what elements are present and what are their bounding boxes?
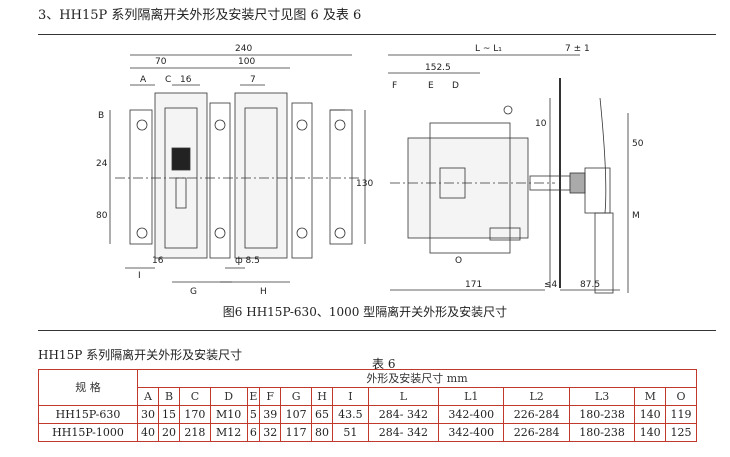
- value-cell: 119: [665, 405, 697, 424]
- value-cell: 180-238: [568, 405, 636, 424]
- value-cell: 125: [665, 423, 697, 442]
- value-cell: 107: [280, 405, 313, 424]
- column-header: L3: [568, 387, 636, 406]
- table-subtitle: HH15P 系列隔离开关外形及安装尺寸: [38, 348, 243, 362]
- top-divider: [38, 34, 716, 35]
- column-header: G: [280, 387, 313, 406]
- dim-m: M: [632, 211, 640, 221]
- value-cell: 218: [179, 423, 211, 442]
- value-cell: 117: [280, 423, 313, 442]
- dim-e: E: [428, 81, 434, 91]
- column-header: L: [367, 387, 440, 406]
- model-cell: HH15P-630: [38, 405, 138, 424]
- value-cell: 284- 342: [367, 405, 440, 424]
- group-header: 外形及安装尺寸 mm: [137, 369, 697, 388]
- dim-c: C: [165, 75, 171, 85]
- dim-10: 10: [535, 119, 547, 129]
- dim-130: 130: [356, 179, 373, 189]
- dim-100: 100: [238, 57, 255, 67]
- front-view: [109, 54, 366, 283]
- value-cell: M12: [209, 423, 248, 442]
- dim-a: A: [140, 75, 147, 85]
- dim-l-range: L ~ L₁: [475, 44, 502, 54]
- value-cell: 226-284: [503, 423, 570, 442]
- column-header: B: [158, 387, 180, 406]
- value-cell: 20: [158, 423, 180, 442]
- dim-7pm1: 7 ± 1: [565, 44, 590, 54]
- dim-le4: ≤4: [544, 280, 558, 290]
- dim-g: G: [190, 287, 197, 297]
- outline-drawing: 240 70 100 A C 16 7 B 24 80 130 16 ф 8.5…: [96, 44, 644, 297]
- dim-50: 50: [632, 139, 644, 149]
- value-cell: 30: [137, 405, 159, 424]
- value-cell: 342-400: [438, 423, 505, 442]
- dim-f: F: [392, 81, 397, 91]
- dim-7: 7: [250, 75, 256, 85]
- model-header: 规 格: [38, 369, 138, 406]
- value-cell: 6: [246, 423, 261, 442]
- value-cell: 342-400: [438, 405, 505, 424]
- column-header: D: [209, 387, 248, 406]
- column-header: M: [634, 387, 667, 406]
- dim-overall: 240: [235, 44, 252, 54]
- dim-o: O: [455, 256, 462, 266]
- value-cell: 140: [634, 405, 667, 424]
- dim-16: 16: [180, 75, 192, 85]
- value-cell: 51: [332, 423, 369, 442]
- value-cell: 40: [137, 423, 159, 442]
- table-number: 表 6: [372, 357, 396, 371]
- column-header: I: [332, 387, 369, 406]
- column-header: A: [137, 387, 159, 406]
- dim-24: 24: [96, 159, 108, 169]
- value-cell: 39: [259, 405, 282, 424]
- column-header: C: [179, 387, 211, 406]
- model-cell: HH15P-1000: [38, 423, 138, 442]
- section-title: 3、HH15P 系列隔离开关外形及安装尺寸见图 6 及表 6: [38, 8, 362, 23]
- side-view: [388, 54, 629, 294]
- column-header: L1: [438, 387, 505, 406]
- dim-80: 80: [96, 211, 108, 221]
- dim-70: 70: [155, 57, 167, 67]
- middle-divider: [38, 330, 716, 331]
- dim-hole: ф 8.5: [235, 256, 260, 266]
- value-cell: 65: [311, 405, 334, 424]
- value-cell: M10: [209, 405, 248, 424]
- column-header: L2: [503, 387, 570, 406]
- dim-b: B: [98, 111, 104, 121]
- dim-d: D: [452, 81, 459, 91]
- value-cell: 180-238: [568, 423, 636, 442]
- dim-171: 171: [465, 280, 482, 290]
- dim-i: I: [138, 271, 141, 281]
- value-cell: 15: [158, 405, 180, 424]
- column-header: E: [246, 387, 261, 406]
- column-header: O: [665, 387, 697, 406]
- value-cell: 140: [634, 423, 667, 442]
- column-header: H: [311, 387, 334, 406]
- value-cell: 226-284: [503, 405, 570, 424]
- figure-caption: 图6 HH15P-630、1000 型隔离开关外形及安装尺寸: [222, 305, 508, 319]
- dim-87: 87.5: [580, 280, 600, 290]
- dim-16b: 16: [152, 256, 164, 266]
- value-cell: 32: [259, 423, 282, 442]
- column-header: F: [259, 387, 282, 406]
- value-cell: 80: [311, 423, 334, 442]
- dim-152: 152.5: [425, 63, 451, 73]
- table-header-row: 规 格外形及安装尺寸 mm: [38, 369, 697, 406]
- dim-h: H: [260, 287, 267, 297]
- value-cell: 43.5: [332, 405, 369, 424]
- value-cell: 170: [179, 405, 211, 424]
- value-cell: 5: [246, 405, 261, 424]
- value-cell: 284- 342: [367, 423, 440, 442]
